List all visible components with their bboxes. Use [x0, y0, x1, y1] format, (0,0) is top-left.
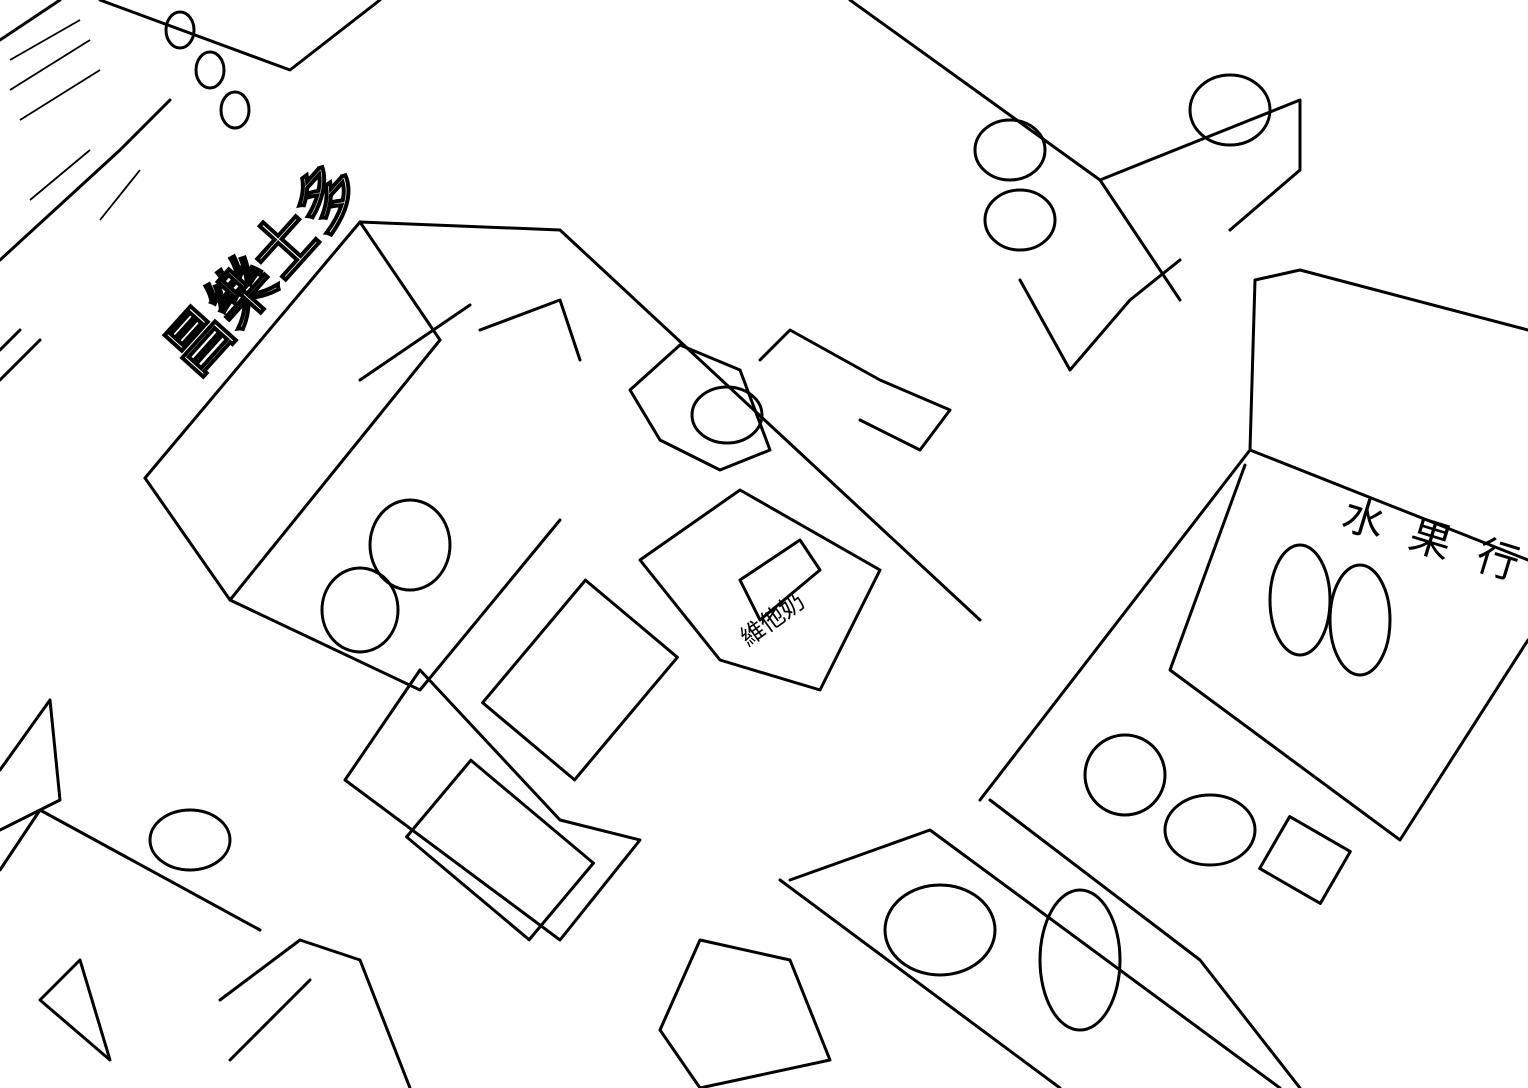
meat-stall: [0, 0, 382, 382]
vegetable-stall: [0, 698, 832, 1088]
fruit-shop: [778, 268, 1528, 1088]
produce-stall: [848, 0, 1302, 372]
drink-sign-board: [738, 538, 822, 622]
sundry-store: [143, 220, 982, 942]
